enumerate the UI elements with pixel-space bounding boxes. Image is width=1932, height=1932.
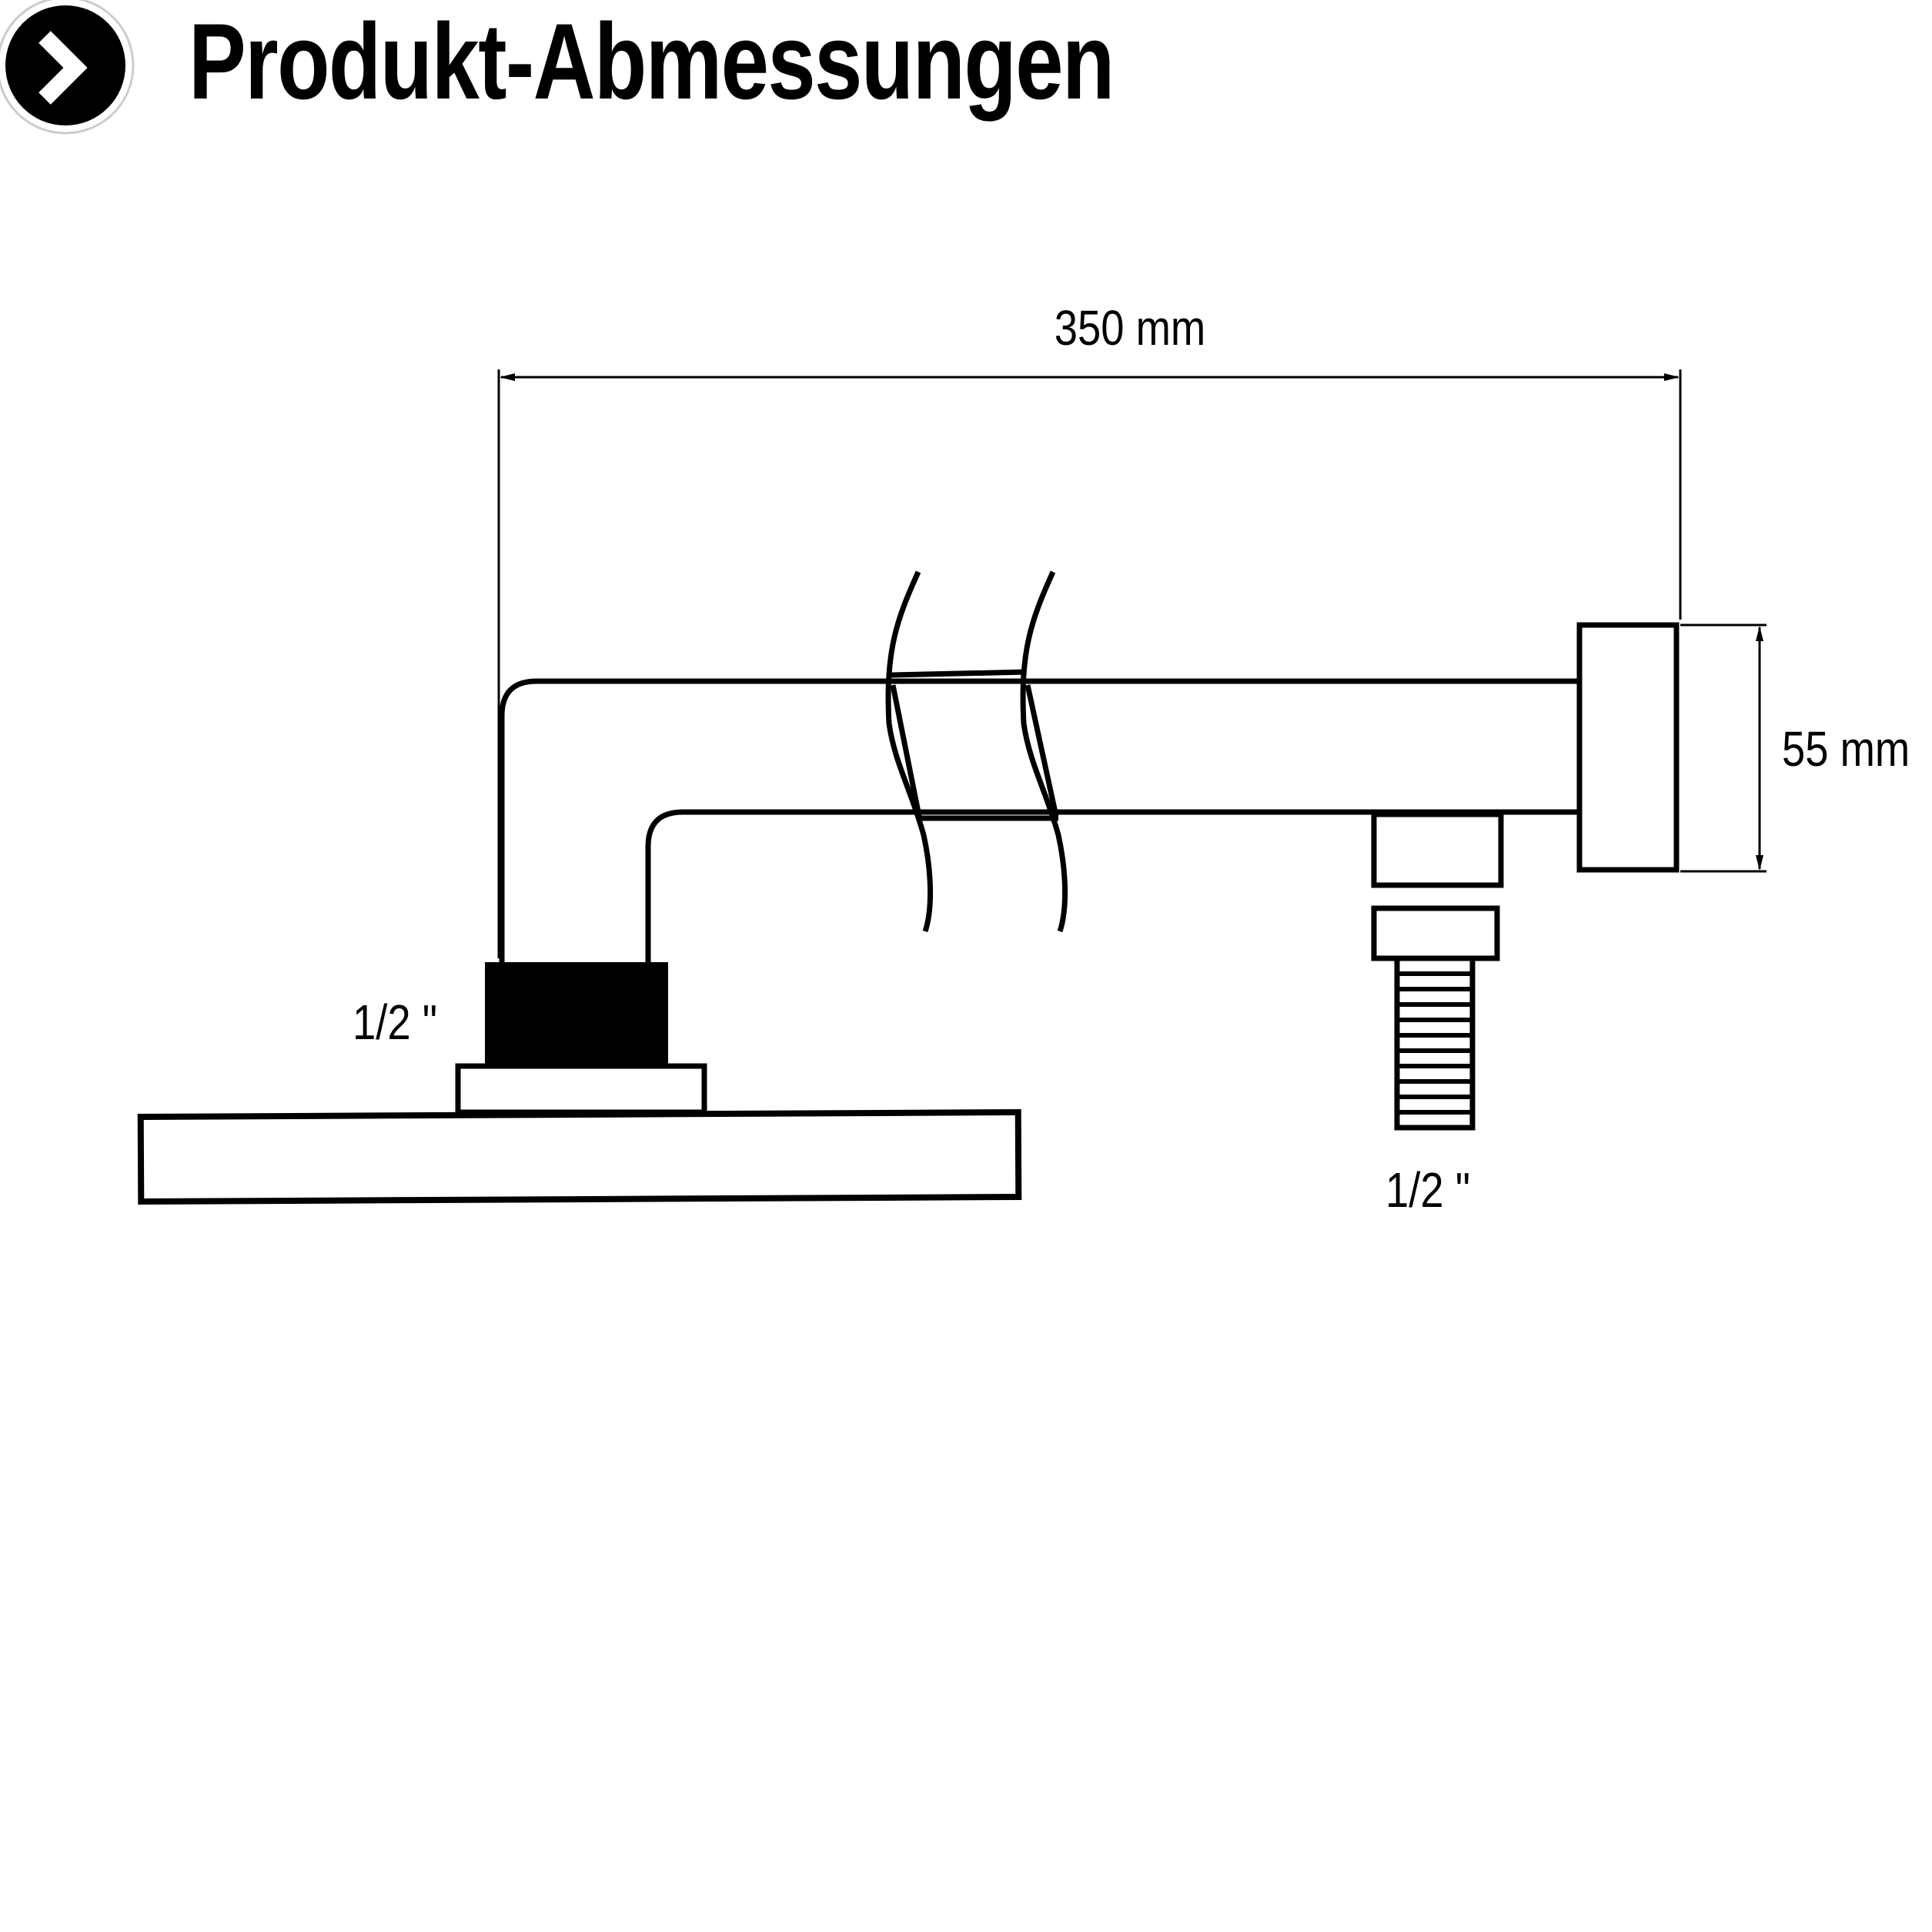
page-title: Produkt-Abmessungen: [189, 1, 1115, 122]
inlet-connector: 1/2 ": [137, 962, 1022, 1205]
shower-arm: [499, 622, 1680, 962]
break-marks: [885, 570, 1068, 933]
outlet-thread-label: 1/2 ": [1385, 1162, 1470, 1218]
height-label: 55 mm: [1782, 721, 1910, 777]
inlet-thread-label: 1/2 ": [353, 994, 437, 1050]
length-label: 350 mm: [1055, 300, 1205, 356]
length-dimension: 350 mm: [497, 300, 1682, 958]
chevron-right-icon: [0, 0, 135, 135]
outlet-connector: 1/2 ": [1371, 811, 1504, 1218]
height-dimension: 55 mm: [1680, 623, 1910, 873]
thread-lines: [1397, 971, 1472, 1115]
